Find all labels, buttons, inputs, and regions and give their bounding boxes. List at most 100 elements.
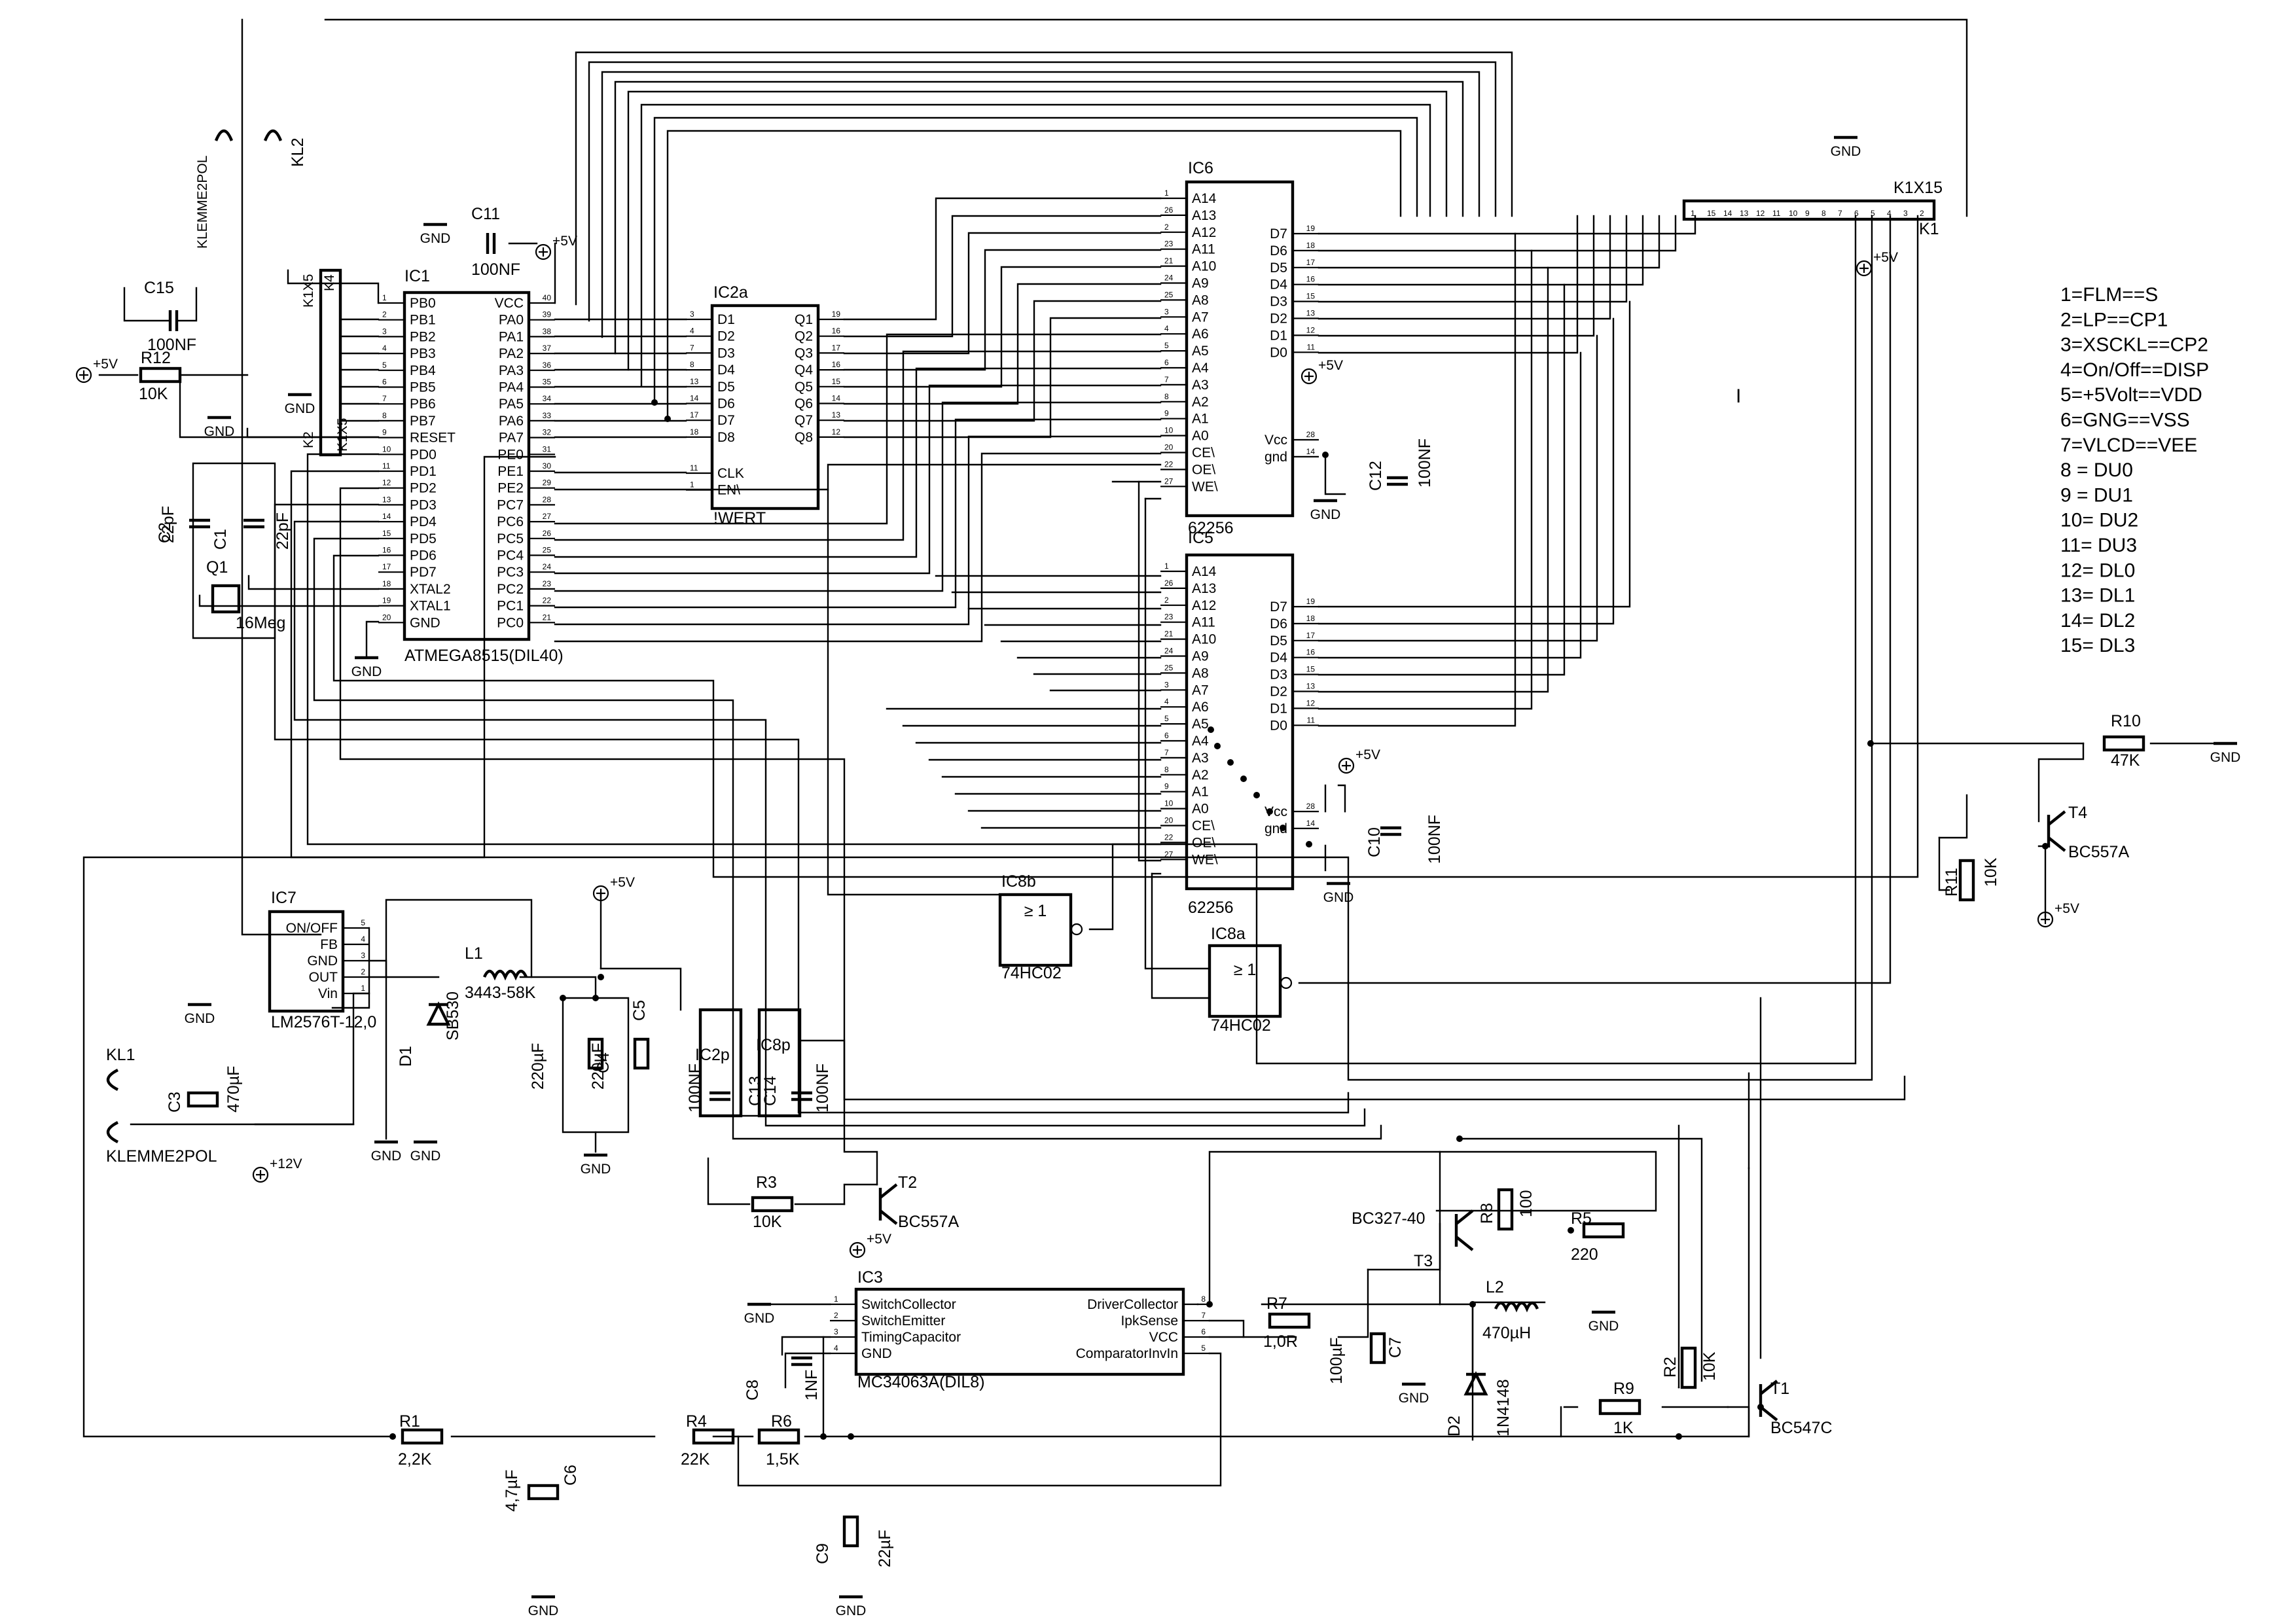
ic2a-pin-label: EN\ [717,483,740,498]
wire [666,130,1402,420]
c2-ref: C2 [156,522,174,543]
ic1-pin-label: PC6 [497,514,524,529]
ic5-pin-number: 9 [1164,782,1169,791]
k1x15-ref: K1X15 [1893,179,1943,197]
ic1-pin-label: PC4 [497,548,524,563]
ic2a-pin-number: 17 [690,410,699,419]
t4-emitter [2047,836,2066,852]
ic3-pin-label: SwitchEmitter [861,1313,945,1329]
ic2a-ref: IC2a [713,283,748,302]
ic2a-pin-number: 13 [690,377,699,386]
c2-value: 22pF [159,506,177,543]
ic5-pin-label: D3 [1270,668,1287,683]
ic2a-pin-number: 15 [832,377,841,386]
ic2a-pin-number: 18 [690,427,699,437]
ic6-pin-label: D6 [1270,243,1287,259]
r2-ref: R2 [1661,1357,1679,1378]
c4-ref: C4 [594,1052,613,1073]
p5v-ic1-circle [535,243,552,260]
ic1-pin-label: PA2 [499,346,524,361]
r1-value: 2,2K [398,1450,432,1469]
ic1-ref: IC1 [404,267,430,285]
r2-value: 10K [1700,1351,1719,1381]
kl2-ref: KL2 [289,138,307,167]
c6-value: 4,7µF [503,1470,521,1512]
ic3-pin-label: IpkSense [1121,1313,1178,1329]
ic6-pin-label: A0 [1192,429,1209,444]
ic2a-pin-label: Q4 [795,363,813,378]
junction-dot [848,1433,854,1440]
ic5-pin-number: 7 [1164,748,1169,757]
ic8b-inverter [1070,923,1083,936]
ic2a-pin-number: 14 [832,394,841,403]
gnd-k1x15-label: GND [1831,144,1861,159]
ic5-pin-label: A11 [1192,615,1215,630]
ic2a-pin-label: Q2 [795,329,813,344]
k1x15-pin-number: 11 [1772,209,1781,218]
junction-dot [1676,1433,1682,1440]
ic6-pin-label: D5 [1270,260,1287,276]
wire [554,418,1162,609]
ic1-pin-label: PD5 [410,531,437,546]
ic7-pin-number: 4 [361,935,365,944]
p12v-kl1-label: +12V [270,1156,302,1171]
ic1-pin-number: 20 [382,613,391,622]
ic2a-body [710,304,820,510]
ic5-pin-number: 22 [1164,832,1174,842]
wire [1208,1150,1657,1306]
t2-collector [879,1183,898,1199]
t2-emitter [879,1209,898,1225]
r9-body [1598,1399,1641,1416]
ic1-pin-label: PD2 [410,481,437,496]
t3-value: BC327-40 [1352,1209,1426,1228]
ic2a-pin-label: Q3 [795,346,813,361]
ic1-pin-number: 29 [543,478,552,488]
ic8b-symbol: ≥ 1 [1024,902,1047,920]
c1-ref: C1 [211,529,230,550]
junction-dot [389,1433,396,1440]
junction-dot [1280,825,1286,831]
ic1-pin-label: PA3 [499,363,524,378]
ic6-pin-number: 6 [1164,358,1169,367]
ic2a-pin-label: Q7 [795,413,813,428]
c14-value: 100NF [814,1063,832,1113]
c13-value: 100NF [686,1063,704,1113]
ic1-pin-label: GND [410,615,440,630]
ic5-pin-number: 16 [1306,648,1316,657]
k1x5-body [319,268,342,457]
wire [575,51,1513,306]
ic1-pin-number: 4 [382,344,387,353]
ic6-pin-label: A8 [1192,293,1209,308]
ic3-pin-number: 8 [1201,1294,1206,1304]
ic2a-pin-number: 4 [690,327,694,336]
wire [1138,480,1162,862]
wire [1727,1406,1750,1438]
ic2a-pin-label: D2 [717,329,735,344]
ic6-pin-label: CE\ [1192,446,1215,461]
ic5-pin-number: 17 [1306,631,1316,640]
ic1-pin-number: 8 [382,411,387,420]
ic5-pin-label: A13 [1192,581,1216,596]
ic6-pin-label: A13 [1192,208,1216,223]
wire [1318,215,1696,235]
ic6-pin-label: D4 [1270,277,1287,293]
wire [600,967,682,1011]
wire [554,350,1162,541]
ic6-pin-label: A11 [1192,242,1215,257]
junction-dot [1867,740,1874,747]
r4-ref: R4 [686,1412,707,1431]
r7-ref: R7 [1266,1294,1287,1313]
wire [385,899,533,978]
ic6-body [1185,180,1295,518]
ic1-pin-label: PD4 [410,514,437,529]
ic2a-pin-number: 16 [832,360,841,369]
ic2a-pin-label: D7 [717,413,735,428]
p5v-ic6-circle [1300,368,1318,385]
ic5-pin-label: D0 [1270,718,1287,733]
wire [843,232,1162,355]
r6-ref: R6 [771,1412,792,1431]
junction-dot [820,1433,827,1440]
ic5-pin-number: 15 [1306,665,1316,674]
wire [1458,1137,1703,1382]
wire [737,1352,1222,1487]
